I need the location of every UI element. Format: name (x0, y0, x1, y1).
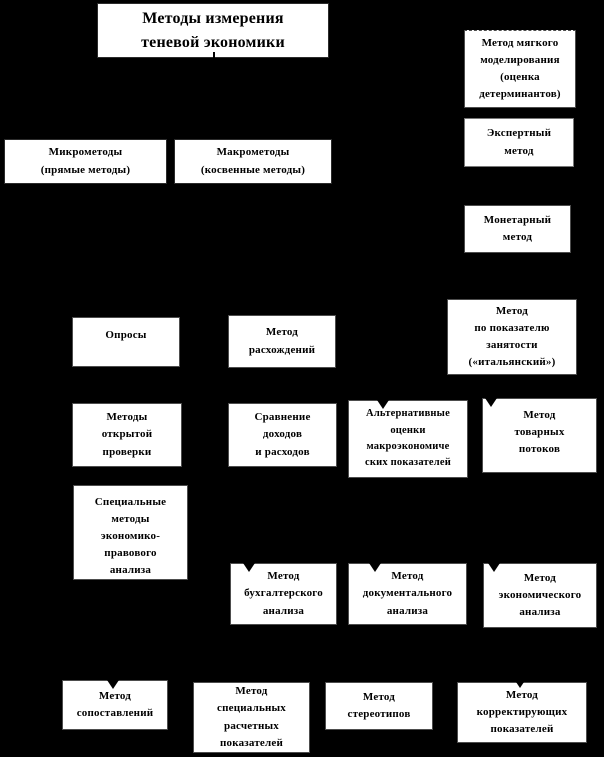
arrowhead-icon (516, 682, 524, 688)
arrowhead-icon (243, 563, 255, 572)
box-documentary-analysis-method-label: Метод документального анализа (362, 570, 453, 617)
arrowhead-icon (377, 400, 389, 409)
box-surveys-label: Опросы (105, 329, 147, 341)
box-micromethods-label: Микрометоды (прямые методы) (40, 146, 131, 176)
box-special-legal-methods-label: Специальные методы экономико- правового … (94, 496, 167, 577)
arrowhead-icon (107, 680, 119, 689)
box-economic-analysis-method: Метод экономического анализа (483, 563, 597, 628)
connector-tick (213, 52, 215, 58)
box-special-calculated-indicators-method-label: Метод специальных расчетных показателей (217, 685, 286, 749)
box-correcting-indicators-method-label: Метод корректирующих показателей (476, 688, 568, 736)
box-income-expense-comparison: Сравнение доходов и расходов (228, 403, 337, 467)
diagram-title-label: Методы измерения теневой экономики (141, 9, 285, 51)
box-monetary-method-label: Монетарный метод (483, 213, 552, 243)
box-documentary-analysis-method: Метод документального анализа (348, 563, 467, 625)
box-alternative-estimates: Альтернативные оценки макроэкономиче ски… (348, 400, 468, 478)
box-correcting-indicators-method: Метод корректирующих показателей (457, 682, 587, 743)
arrowhead-icon (369, 563, 381, 572)
box-macromethods: Макрометоды (косвенные методы) (174, 139, 332, 184)
box-surveys: Опросы (72, 317, 180, 367)
box-stereotypes-method-label: Метод стереотипов (347, 690, 411, 720)
box-expert-method-label: Экспертный метод (486, 127, 552, 157)
box-commodity-flows-method: Метод товарных потоков (482, 398, 597, 473)
box-open-check-methods: Методы открытой проверки (72, 403, 182, 467)
box-micromethods: Микрометоды (прямые методы) (4, 139, 167, 184)
box-soft-modeling-label: Метод мягкого моделирования (оценка дете… (479, 36, 561, 101)
box-discrepancy-method-label: Метод расхождений (248, 326, 316, 356)
arrowhead-icon (485, 398, 497, 407)
box-special-legal-methods: Специальные методы экономико- правового … (73, 485, 188, 580)
box-comparison-method-label: Метод сопоставлений (76, 689, 154, 719)
box-income-expense-comparison-label: Сравнение доходов и расходов (254, 411, 311, 458)
box-comparison-method: Метод сопоставлений (62, 680, 168, 730)
box-commodity-flows-method-label: Метод товарных потоков (514, 409, 565, 456)
box-stereotypes-method: Метод стереотипов (325, 682, 433, 730)
box-soft-modeling: Метод мягкого моделирования (оценка дете… (464, 30, 576, 108)
box-macromethods-label: Макрометоды (косвенные методы) (200, 146, 306, 176)
diagram-title: Методы измерения теневой экономики (97, 3, 329, 58)
box-special-calculated-indicators-method: Метод специальных расчетных показателей (193, 682, 310, 753)
box-monetary-method: Монетарный метод (464, 205, 571, 253)
box-expert-method: Экспертный метод (464, 118, 574, 167)
box-economic-analysis-method-label: Метод экономического анализа (498, 571, 582, 619)
box-employment-indicator-method: Метод по показателю занятости («итальянс… (447, 299, 577, 375)
arrowhead-icon (488, 563, 500, 572)
box-accounting-analysis-method: Метод бухгалтерского анализа (230, 563, 337, 625)
box-open-check-methods-label: Методы открытой проверки (101, 411, 153, 458)
box-employment-indicator-method-label: Метод по показателю занятости («итальянс… (468, 304, 556, 369)
box-discrepancy-method: Метод расхождений (228, 315, 336, 368)
box-alternative-estimates-label: Альтернативные оценки макроэкономиче ски… (365, 408, 451, 469)
box-accounting-analysis-method-label: Метод бухгалтерского анализа (244, 570, 323, 617)
